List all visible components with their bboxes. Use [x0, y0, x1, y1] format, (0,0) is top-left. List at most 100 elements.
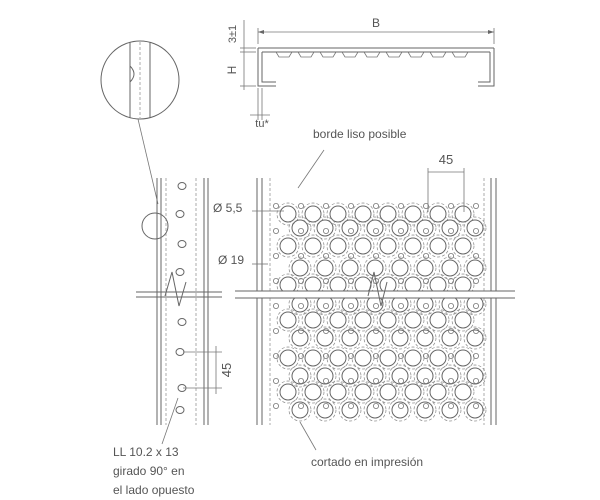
large-hole: [341, 401, 359, 419]
hole-boss: [288, 216, 312, 240]
large-hole-label: Ø 19: [218, 253, 244, 267]
small-hole: [347, 252, 354, 259]
small-hole: [422, 402, 429, 409]
hole-boss: [363, 364, 387, 388]
large-hole: [466, 329, 484, 347]
large-hole: [391, 259, 409, 277]
hole-boss: [413, 398, 437, 422]
hole-boss: [463, 364, 487, 388]
hole-boss: [451, 234, 475, 258]
large-hole: [366, 329, 384, 347]
rib: [319, 51, 337, 58]
large-hole: [329, 349, 347, 367]
hole-boss: [401, 380, 425, 404]
large-hole: [279, 237, 297, 255]
hole-boss: [376, 308, 400, 332]
small-hole: [322, 327, 329, 334]
side-slot: [177, 318, 187, 326]
hole-boss: [413, 216, 437, 240]
hole-boss: [351, 380, 375, 404]
large-hole: [366, 259, 384, 277]
hole-boss: [413, 256, 437, 280]
small-hole: [447, 377, 454, 384]
hole-boss: [438, 364, 462, 388]
rib: [363, 51, 381, 58]
dim-tu-label: tu*: [255, 118, 269, 130]
small-hole: [422, 352, 429, 359]
plan-view: [235, 178, 515, 425]
large-hole: [466, 401, 484, 419]
large-hole: [279, 383, 297, 401]
rib-profile: [275, 51, 469, 58]
hole-boss: [363, 398, 387, 422]
small-hole: [472, 252, 479, 259]
small-hole: [372, 227, 379, 234]
large-hole: [466, 259, 484, 277]
small-hole: [322, 252, 329, 259]
large-hole: [354, 349, 372, 367]
small-hole: [347, 352, 354, 359]
side-view: [136, 178, 222, 425]
large-hole: [379, 311, 397, 329]
hole-boss: [301, 202, 325, 226]
hole-boss: [338, 256, 362, 280]
small-hole: [447, 252, 454, 259]
large-hole: [316, 259, 334, 277]
large-hole: [429, 349, 447, 367]
large-hole: [291, 367, 309, 385]
hole-boss: [276, 380, 300, 404]
dimension-h: 3±1 H: [225, 20, 256, 90]
small-hole: [272, 352, 279, 359]
hole-boss: [401, 234, 425, 258]
small-hole: [372, 327, 379, 334]
small-hole: [272, 202, 279, 209]
plan-break-symbol: [367, 271, 388, 307]
slot-note: LL 10.2 x 13 girado 90° en el lado opues…: [113, 445, 195, 497]
small-hole: [297, 202, 304, 209]
small-hole: [347, 377, 354, 384]
large-hole: [404, 205, 422, 223]
break-symbol: [164, 271, 187, 307]
large-hole: [279, 311, 297, 329]
large-hole: [379, 349, 397, 367]
small-hole: [297, 377, 304, 384]
hole-boss: [451, 308, 475, 332]
small-hole: [397, 202, 404, 209]
small-hole: [372, 352, 379, 359]
large-hole: [404, 237, 422, 255]
side-slots: [175, 182, 187, 414]
small-hole: [297, 402, 304, 409]
large-hole: [354, 205, 372, 223]
hole-boss: [463, 256, 487, 280]
hole-boss: [276, 308, 300, 332]
small-hole: [297, 327, 304, 334]
small-hole: [447, 277, 454, 284]
large-hole: [404, 311, 422, 329]
hole-boss: [388, 216, 412, 240]
large-hole: [454, 237, 472, 255]
small-hole: [322, 202, 329, 209]
large-hole: [304, 311, 322, 329]
small-hole: [422, 227, 429, 234]
small-hole: [472, 302, 479, 309]
large-hole: [341, 219, 359, 237]
hole-boss: [376, 202, 400, 226]
hole-boss: [426, 380, 450, 404]
side-slot: [175, 406, 185, 414]
side-slot: [175, 268, 185, 276]
hole-boss: [313, 256, 337, 280]
small-hole: [297, 252, 304, 259]
small-hole: [472, 377, 479, 384]
large-hole: [379, 237, 397, 255]
hole-boss: [463, 326, 487, 350]
small-hole: [397, 227, 404, 234]
hole-boss: [326, 308, 350, 332]
hole-boss: [426, 308, 450, 332]
large-hole: [391, 401, 409, 419]
large-hole: [429, 205, 447, 223]
large-hole: [329, 205, 347, 223]
large-hole: [366, 219, 384, 237]
small-hole: [272, 277, 279, 284]
rib: [341, 51, 359, 58]
hole-boss: [388, 326, 412, 350]
